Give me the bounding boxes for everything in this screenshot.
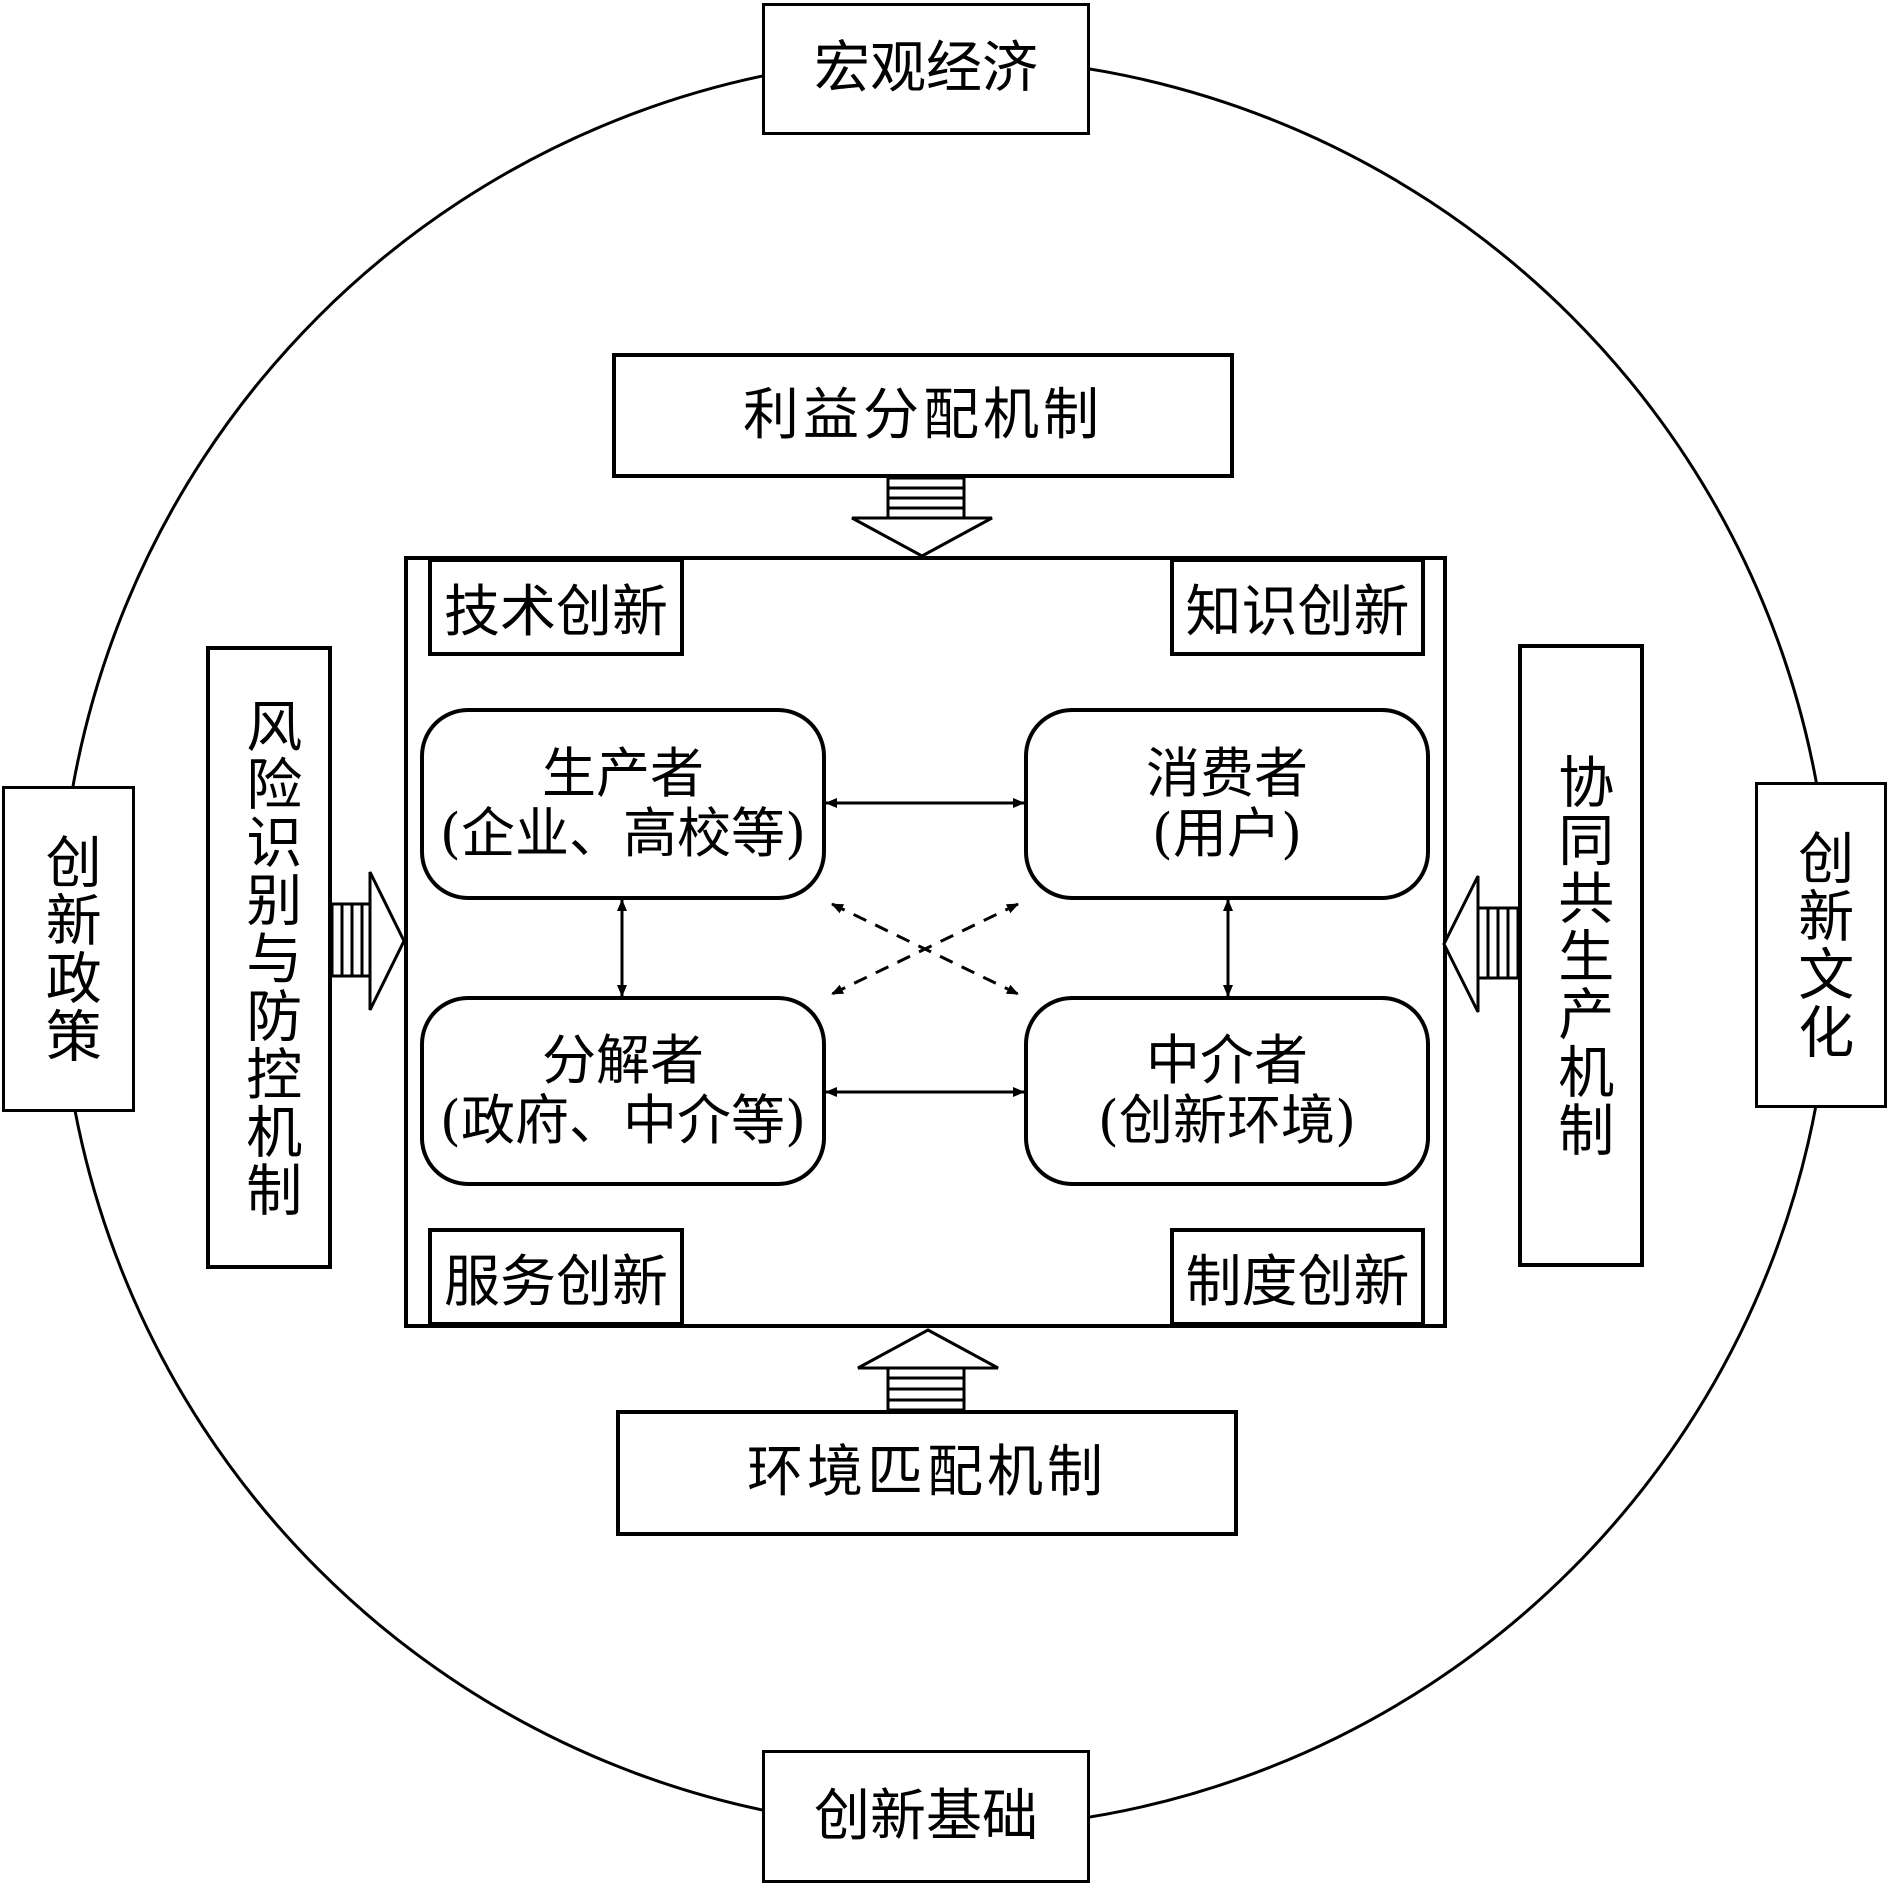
corner-top-right-box: 知识创新 (1170, 558, 1425, 656)
consumer-node: 消费者 (用户) (1024, 708, 1430, 900)
intermediary-node: 中介者 (创新环境) (1024, 996, 1430, 1186)
corner-top-left-label: 技术创新 (444, 579, 668, 645)
consumer-detail: (用户) (1151, 802, 1303, 865)
bottom-mechanism-arrow (857, 1328, 999, 1412)
outer-left-box: 创新政策 (2, 786, 135, 1112)
mechanism-bottom-label: 环境匹配机制 (747, 1440, 1107, 1506)
decomposer-name: 分解者 (542, 1028, 704, 1092)
outer-right-box: 创新文化 (1755, 782, 1887, 1108)
producer-node: 生产者 (企业、高校等) (420, 708, 826, 900)
corner-bottom-left-box: 服务创新 (428, 1228, 684, 1326)
mechanism-left-box: 风险识别与防控机制 (206, 646, 332, 1269)
producer-detail: (企业、高校等) (439, 802, 807, 865)
outer-top-box: 宏观经济 (762, 3, 1090, 135)
outer-bottom-label: 创新基础 (814, 1783, 1038, 1849)
mechanism-top-label: 利益分配机制 (743, 382, 1103, 448)
corner-bottom-right-label: 制度创新 (1185, 1249, 1410, 1315)
ecosystem-frame (404, 556, 1447, 1328)
mechanism-left-label: 风险识别与防控机制 (236, 696, 302, 1219)
decomposer-detail: (政府、中介等) (439, 1089, 807, 1152)
right-mechanism-arrow (1442, 875, 1520, 1013)
intermediary-name: 中介者 (1146, 1028, 1308, 1092)
top-mechanism-arrow (851, 476, 993, 558)
intermediary-detail: (创新环境) (1097, 1089, 1357, 1152)
outer-right-label: 创新文化 (1788, 829, 1854, 1061)
left-mechanism-arrow (330, 871, 406, 1011)
mechanism-right-label: 协同共生产机制 (1548, 752, 1614, 1159)
corner-top-right-label: 知识创新 (1185, 579, 1410, 645)
decomposer-node: 分解者 (政府、中介等) (420, 996, 826, 1186)
corner-bottom-right-box: 制度创新 (1170, 1228, 1425, 1326)
outer-bottom-box: 创新基础 (762, 1750, 1090, 1883)
mechanism-bottom-box: 环境匹配机制 (616, 1410, 1238, 1536)
outer-top-label: 宏观经济 (814, 36, 1038, 102)
consumer-name: 消费者 (1146, 741, 1308, 805)
corner-bottom-left-label: 服务创新 (444, 1249, 668, 1315)
mechanism-right-box: 协同共生产机制 (1518, 644, 1644, 1267)
producer-name: 生产者 (542, 741, 704, 805)
mechanism-top-box: 利益分配机制 (612, 353, 1234, 478)
corner-top-left-box: 技术创新 (428, 558, 684, 656)
outer-left-label: 创新政策 (36, 833, 102, 1065)
consumer-decomposer-dashed-arrow (831, 902, 1019, 996)
